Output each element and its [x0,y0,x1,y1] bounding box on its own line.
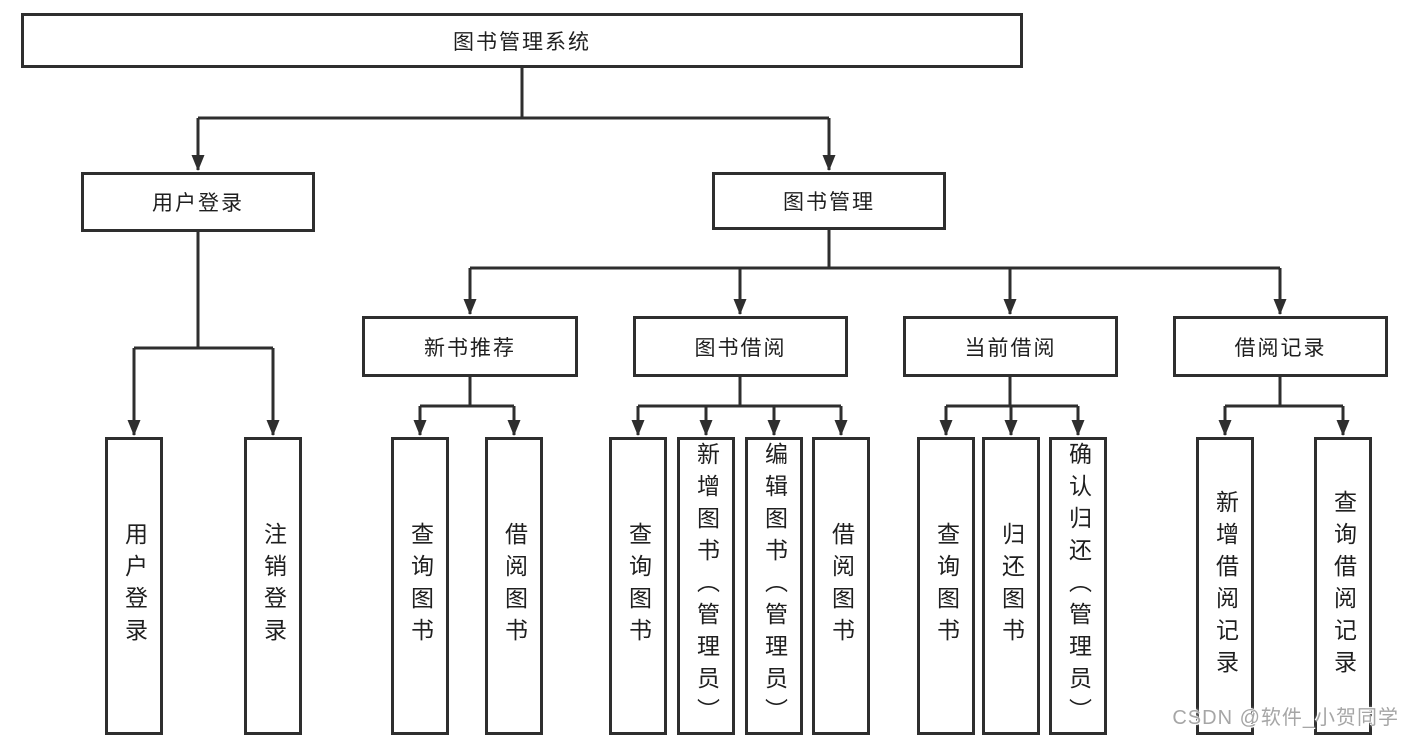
leaf-br-add-borrow-record: 新增借阅记录 [1196,437,1254,735]
leaf-br-query-borrow-record: 查询借阅记录 [1314,437,1372,735]
leaf-bb-edit-book-admin-label: 编辑图书（管理员） [761,442,788,730]
leaf-cb-return-book: 归还图书 [982,437,1040,735]
node-current-borrow: 当前借阅 [903,316,1118,377]
leaf-logout-login-label: 注销登录 [260,522,287,650]
leaf-cb-return-book-label: 归还图书 [998,522,1025,650]
leaf-bb-add-book-admin: 新增图书（管理员） [677,437,735,735]
leaf-cb-query-book: 查询图书 [917,437,975,735]
leaf-user-login-label: 用户登录 [121,522,148,650]
leaf-nb-borrow-book-label: 借阅图书 [501,522,528,650]
node-book-borrow: 图书借阅 [633,316,848,377]
leaf-user-login: 用户登录 [105,437,163,735]
leaf-bb-borrow-book: 借阅图书 [812,437,870,735]
leaf-nb-query-book: 查询图书 [391,437,449,735]
leaf-nb-query-book-label: 查询图书 [407,522,434,650]
leaf-bb-query-book-label: 查询图书 [625,522,652,650]
node-library-management-system: 图书管理系统 [21,13,1023,68]
leaf-bb-edit-book-admin: 编辑图书（管理员） [745,437,803,735]
leaf-bb-query-book: 查询图书 [609,437,667,735]
leaf-logout-login: 注销登录 [244,437,302,735]
node-borrow-records: 借阅记录 [1173,316,1388,377]
node-book-management: 图书管理 [712,172,946,230]
leaf-nb-borrow-book: 借阅图书 [485,437,543,735]
node-new-book-recommend: 新书推荐 [362,316,578,377]
leaf-bb-add-book-admin-label: 新增图书（管理员） [693,442,720,730]
leaf-br-query-borrow-record-label: 查询借阅记录 [1330,490,1357,682]
node-user-login: 用户登录 [81,172,315,232]
leaf-bb-borrow-book-label: 借阅图书 [828,522,855,650]
leaf-br-add-borrow-record-label: 新增借阅记录 [1212,490,1239,682]
leaf-cb-query-book-label: 查询图书 [933,522,960,650]
leaf-cb-confirm-return-admin-label: 确认归还（管理员） [1065,442,1092,730]
csdn-watermark: CSDN @软件_小贺同学 [1172,707,1399,729]
leaf-cb-confirm-return-admin: 确认归还（管理员） [1049,437,1107,735]
